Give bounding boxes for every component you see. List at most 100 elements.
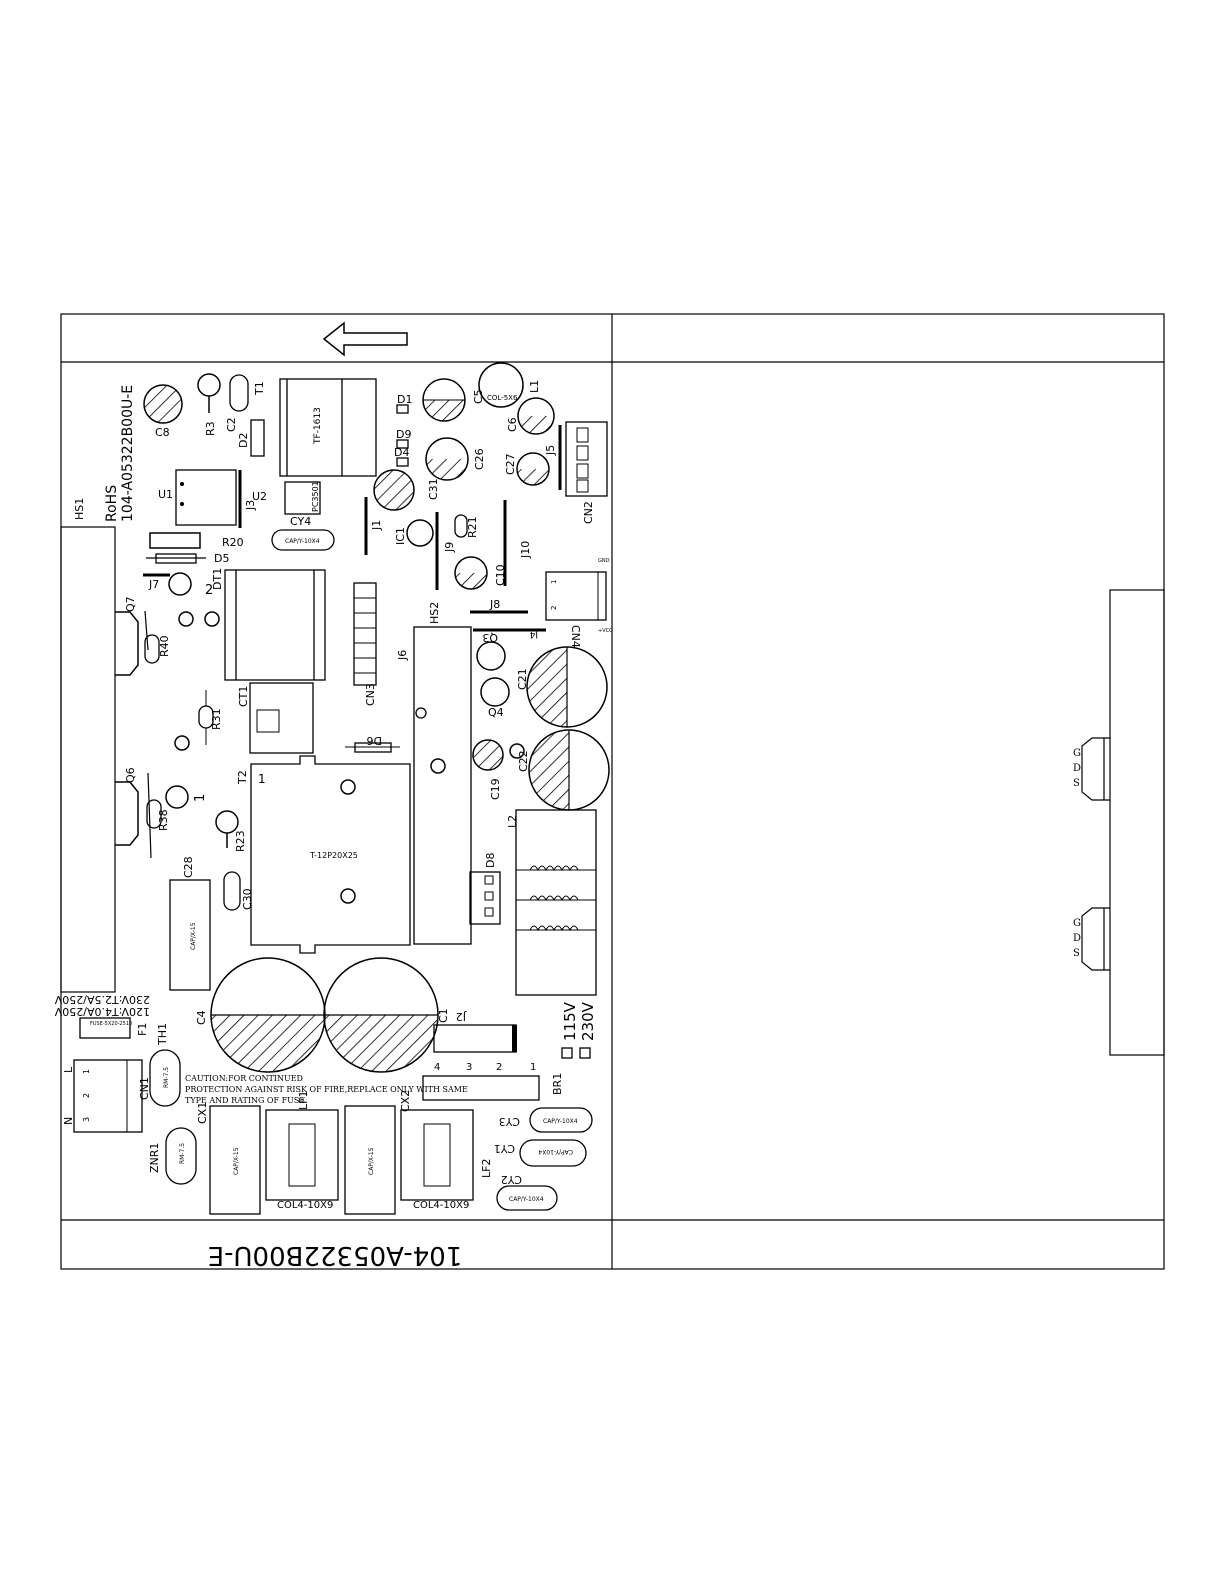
caution-line-2: PROTECTION AGAINST RISK OF FIRE,REPLACE … [185,1085,468,1094]
ref-cy4: CY4 [290,515,311,528]
ref-r31: R31 [210,708,223,730]
j2-pin-1: 1 [530,1062,536,1073]
ref-c26: C26 [473,448,486,470]
inductor-l1 [478,362,524,408]
current-transformer-ct1 [249,682,314,754]
capacitor-cx2 [344,1105,396,1215]
label-cy3-value: CAP/Y-10X4 [543,1118,578,1125]
ref-r20: R20 [222,536,244,549]
cn4-vcc: +VCC [598,628,613,634]
ref-c28: C28 [182,856,195,878]
label-znr1-value: RM-7.5 [179,1143,186,1164]
checkbox-115v [561,1047,573,1059]
label-tf1613: TF-1613 [313,407,323,445]
ref-j4: J4 [529,629,539,639]
ref-j2: J2 [456,1010,467,1023]
cn1-num-1: 1 [82,1069,91,1074]
inductor-l2 [515,809,597,996]
capacitor-c2 [229,374,249,412]
line-filter-lf2 [400,1109,474,1201]
pad-2 [168,572,192,596]
ref-cn2: CN2 [582,501,595,524]
label-pc3501: PC3501 [311,481,320,512]
ref-znr1: ZNR1 [148,1143,161,1173]
ref-cn1: CN1 [138,1077,151,1100]
resistor-r20 [149,532,201,549]
resistor-r40 [144,634,160,664]
ref-c27: C27 [504,453,517,475]
mosfet-q6 [115,781,139,846]
ref-t2: T2 [236,770,249,785]
ref-hs2: HS2 [428,602,441,624]
pad-1 [165,785,189,809]
ref-c1: C1 [437,1008,450,1023]
capacitor-cx1 [209,1105,261,1215]
ref-lf2: LF2 [480,1159,493,1178]
ref-c19: C19 [489,778,502,800]
ref-r23: R23 [234,830,247,852]
ic-ic1 [406,519,434,547]
ref-cn4: CN4 [569,625,582,648]
ref-u2: U2 [252,490,267,503]
mosfet-q7 [115,611,139,676]
ref-q4: Q4 [488,706,504,719]
label-230v: 230V [579,1001,597,1041]
cn1-num-3: 3 [82,1117,91,1122]
diode-d9 [396,439,409,449]
ref-cn3: CN3 [364,683,377,706]
ref-cy2: CY2 [501,1173,522,1186]
label-pad-1: 1 [193,794,208,802]
line-filter-lf1 [265,1109,339,1201]
label-cx2-value: CAP/X-15 [368,1147,375,1175]
pad-hole-b [204,611,220,627]
ref-l2: L2 [506,815,519,828]
j2-pin-3: 3 [466,1062,472,1073]
label-col5x6: COL-5X6 [487,394,518,402]
t2-pin-1: 1 [258,772,266,786]
connector-cn1 [73,1059,143,1133]
ref-t1: T1 [253,381,266,396]
pad-hole-c [509,743,525,759]
heatsink-hs1 [60,526,116,993]
fuse-rating-120v: 120V:T4.0A/250V [54,1005,150,1018]
ref-c6: C6 [506,417,519,432]
transformer-t2 [250,755,411,954]
label-fuse-value: FUSE-5X20-2510 [90,1021,132,1027]
ref-r38: R38 [157,809,170,831]
capacitor-c31 [373,469,415,511]
mosfet2-pin-s: S [1073,948,1080,959]
connector-cn3 [353,582,377,686]
frame [60,313,1165,1270]
ref-j7: J7 [148,578,159,591]
optocoupler-pc3501 [284,481,321,515]
capacitor-c8 [143,384,183,424]
label-lf1-core: COL4-10X9 [277,1200,333,1211]
ref-dt1: DT1 [211,568,224,590]
ref-j9: J9 [443,542,456,553]
label-t12p20x25: T-12P20X25 [309,851,358,860]
capacitor-cy4 [271,529,335,551]
ref-cy3: CY3 [499,1115,520,1128]
heatsink-side-view [1081,589,1165,1056]
connector-cn2 [565,421,608,497]
caution-line-3: TYPE AND RATING OF FUSE [185,1096,305,1105]
capacitor-c30 [223,871,241,911]
ref-d5: D5 [214,552,229,565]
mosfet2-pin-g: G [1073,918,1081,929]
label-hs1: HS1 [73,498,86,520]
resistor-r21 [454,514,468,538]
jumper-j2 [433,1024,517,1053]
label-rohs: RoHS [104,485,120,522]
ref-c31: C31 [427,478,440,500]
label-part-number: 104-A05322B00U-E [120,385,136,522]
ref-c21: C21 [516,668,529,690]
ref-th1: TH1 [156,1023,169,1046]
label-lf2-core: COL4-10X9 [413,1200,469,1211]
part-number-mirrored: 104-A05322B00U-E [208,1240,463,1270]
ref-j5: J5 [544,445,557,456]
ref-c4: C4 [195,1010,208,1025]
ref-q7: Q7 [124,596,137,612]
transformer-t1 [279,378,377,477]
j2-pin-2: 2 [496,1062,502,1073]
